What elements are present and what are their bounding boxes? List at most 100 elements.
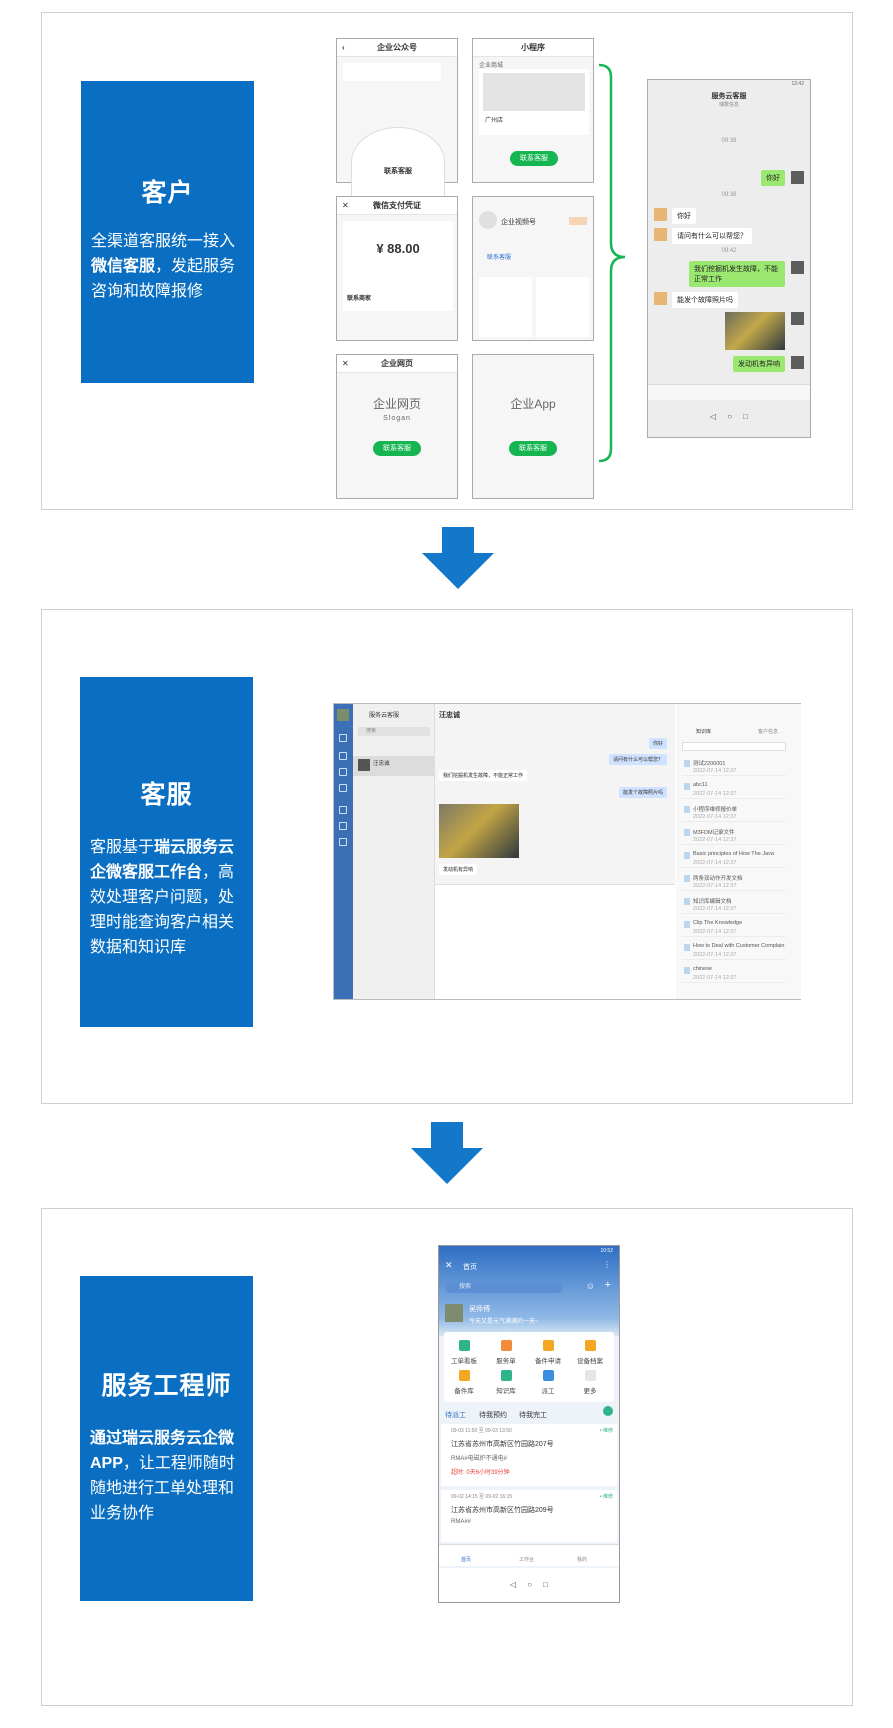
contact-service-button[interactable]: 联系客服: [509, 441, 557, 456]
mock-title: 小程序: [521, 43, 545, 52]
chat-bubble-right: 你好: [761, 170, 785, 186]
customer-card: 客户 全渠道客服统一接入微信客服，发起服务咨询和故障报修: [81, 81, 254, 383]
chat-area: 汪忠诚 你好 请问有什么可以帮您？ 我们挖掘机发生故障，不能正常工作 能发个故障…: [435, 704, 675, 999]
down-arrow: [411, 1122, 483, 1184]
mock-web-page: ✕企业网页 企业网页 Slogan 联系客服: [336, 354, 458, 499]
android-nav-bar: ◁ ○ □: [439, 1568, 619, 1602]
contact-service-button[interactable]: 联系客服: [373, 441, 421, 456]
chat-bubble-left: 能发个故障照片吗: [672, 292, 738, 308]
contact-merchant-link[interactable]: 联系商家: [347, 296, 372, 302]
engineer-card-title: 服务工程师: [101, 1372, 232, 1400]
chat-input-bar[interactable]: [648, 384, 810, 400]
service-card: 客服 客服基于瑞云服务云企微客服工作台，高效处理客户问题，处理时能查询客户相关数…: [80, 677, 253, 1027]
tab-pending-appointment[interactable]: 待我预约: [479, 1412, 507, 1419]
down-arrow: [422, 527, 494, 589]
fault-photo: [439, 804, 519, 858]
search-input[interactable]: 搜索: [358, 727, 430, 736]
engineer-card-desc: 通过瑞云服务云企微APP，让工程师随时随地进行工单处理和业务协作: [90, 1430, 235, 1522]
tab-pending-dispatch[interactable]: 待派工: [445, 1412, 466, 1419]
avatar: [654, 208, 667, 221]
mock-title: 企业网页: [381, 359, 413, 368]
kb-search-input[interactable]: [682, 742, 786, 751]
doc-icon[interactable]: [339, 806, 347, 814]
conversation-list: 服务云客服 搜索 汪忠诚: [353, 704, 435, 999]
engineer-card: 服务工程师 通过瑞云服务云企微APP，让工程师随时随地进行工单处理和业务协作: [80, 1276, 253, 1601]
calendar-icon[interactable]: [339, 768, 347, 776]
avatar: [337, 709, 349, 721]
contact-service-button[interactable]: 联系客服: [510, 151, 558, 166]
grid-icon[interactable]: [339, 784, 347, 792]
grid-item[interactable]: 工单看板: [449, 1340, 479, 1365]
close-icon[interactable]: ✕: [342, 359, 349, 368]
customer-card-title: 客户: [141, 179, 194, 207]
conversation-item[interactable]: 汪忠诚: [353, 756, 434, 776]
section-engineer-panel: 服务工程师 通过瑞云服务云企微APP，让工程师随时随地进行工单处理和业务协作 1…: [41, 1208, 853, 1706]
add-icon[interactable]: +: [604, 1279, 611, 1291]
bottom-nav: 首页 工作台 我的: [439, 1544, 619, 1566]
chat-bubble-left: 请问有什么可以帮您？: [672, 228, 752, 244]
grid-item[interactable]: 备件库: [449, 1370, 479, 1395]
left-sidebar: [334, 704, 353, 999]
mock-chat-phone: 12:42 服务云客服 瑞数信息 09:38 你好 09:38 你好 请问有什么…: [647, 79, 811, 438]
grid-item[interactable]: 设备档案: [575, 1340, 605, 1365]
service-card-title: 客服: [140, 781, 193, 809]
android-nav-bar: ◁ ○ □: [709, 412, 749, 421]
nav-home[interactable]: 首页: [461, 1557, 472, 1563]
mock-official-account: ‹企业公众号 联系客服: [336, 38, 458, 197]
ws-bubble-right: 你好: [648, 738, 667, 749]
gear-icon[interactable]: [339, 838, 347, 846]
nav-me[interactable]: 我的: [577, 1557, 588, 1563]
map-icon[interactable]: [603, 1406, 613, 1416]
section-service-panel: 客服 客服基于瑞云服务云企微客服工作台，高效处理客户问题，处理时能查询客户相关数…: [41, 609, 853, 1104]
chat-icon[interactable]: [339, 734, 347, 742]
grid-item[interactable]: 备件申请: [533, 1340, 563, 1365]
composer[interactable]: [435, 884, 675, 999]
contact-service-link[interactable]: 联系客服: [487, 255, 512, 261]
tab-pending-complete[interactable]: 待我完工: [519, 1412, 547, 1419]
chat-title: 汪忠诚: [439, 712, 460, 719]
tab-knowledge[interactable]: 知识库: [696, 729, 712, 735]
work-order-card[interactable]: 09-02 14:15 至 09-02 16:15 • 维修 江苏省苏州市高新区…: [441, 1490, 617, 1542]
grid-item[interactable]: 知识库: [491, 1370, 521, 1395]
nav-workbench[interactable]: 工作台: [519, 1557, 535, 1563]
avatar: [445, 1304, 463, 1322]
more-icon[interactable]: ⋮: [603, 1260, 611, 1269]
app-header: 10:52 ✕ 首页 ⋮ 搜索 ☺ + 吴师傅 今天又是元气满满的一天~: [439, 1246, 619, 1336]
close-icon[interactable]: ✕: [445, 1260, 453, 1270]
contacts-icon[interactable]: [339, 752, 347, 760]
chat-bubble-right: 发动机有异响: [733, 356, 785, 372]
search-input[interactable]: 搜索: [445, 1282, 563, 1293]
grid-item[interactable]: 更多: [575, 1370, 605, 1395]
grid-item[interactable]: 服务单: [491, 1340, 521, 1365]
mail-icon[interactable]: [339, 822, 347, 830]
mock-contact-label: 联系客服: [384, 168, 412, 175]
mock-enterprise-app: 企业App 联系客服: [472, 354, 594, 499]
ws-bubble-left: 我们挖掘机发生故障，不能正常工作: [439, 770, 528, 781]
ws-bubble-right: 请问有什么可以帮您？: [608, 754, 667, 765]
section-customer-panel: 客户 全渠道客服统一接入微信客服，发起服务咨询和故障报修 ‹企业公众号 联系客服…: [41, 12, 853, 510]
app-grid: 工单看板 服务单 备件申请 设备档案 备件库 知识库 派工 更多: [444, 1332, 614, 1402]
ws-bubble-left: 发动机有异响: [439, 864, 478, 875]
work-order-card[interactable]: 09-03 11:50 至 09-03 13:50 • 维修 江苏省苏州市高新区…: [441, 1424, 617, 1486]
tab-customer-info[interactable]: 客户信息: [758, 729, 779, 735]
avatar: [791, 261, 804, 274]
mock-title: 微信支付凭证: [373, 201, 421, 210]
chat-icon[interactable]: ☺: [585, 1281, 595, 1291]
avatar: [791, 171, 804, 184]
avatar: [791, 312, 804, 325]
mock-title: 企业公众号: [377, 43, 417, 52]
close-icon[interactable]: ✕: [342, 201, 349, 210]
ws-bubble-right: 能发个故障照片吗: [618, 787, 667, 798]
avatar: [791, 356, 804, 369]
grid-item[interactable]: 派工: [533, 1370, 563, 1395]
